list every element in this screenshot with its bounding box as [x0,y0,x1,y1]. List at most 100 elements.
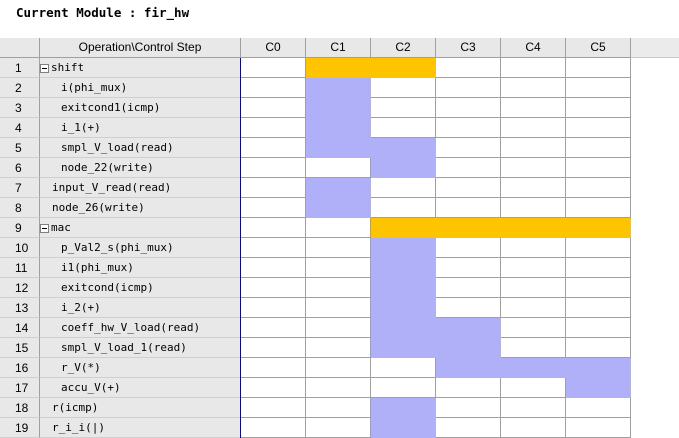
step-cell-c5[interactable] [566,298,631,318]
step-cell-c1[interactable] [306,418,371,438]
step-cell-c2[interactable] [371,358,436,378]
step-cell-c4[interactable] [501,78,566,98]
operation-cell[interactable]: i_1(+) [40,118,240,138]
step-cell-c1[interactable] [306,158,371,178]
step-cell-c5[interactable] [566,158,631,178]
step-cell-c0[interactable] [241,178,306,198]
operation-cell[interactable]: exitcond1(icmp) [40,98,240,118]
step-cell-c1[interactable] [306,338,371,358]
operation-column-header[interactable]: Operation\Control Step [40,38,241,58]
step-cell-c1[interactable] [306,378,371,398]
step-cell-c0[interactable] [241,58,306,78]
operation-schedule-bar[interactable] [371,338,501,358]
schedule-grid[interactable]: Operation\Control Step C0 C1 C2 C3 C4 C5… [0,38,679,438]
step-header-c5[interactable]: C5 [566,38,631,58]
operation-schedule-bar[interactable] [566,378,631,398]
loop-schedule-bar[interactable] [306,58,436,78]
step-cell-c2[interactable] [371,178,436,198]
operation-schedule-bar[interactable] [306,138,436,158]
operation-cell[interactable]: shift [40,58,240,78]
step-cell-c0[interactable] [241,238,306,258]
operation-schedule-bar[interactable] [371,298,436,318]
step-cell-c5[interactable] [566,338,631,358]
step-cell-c0[interactable] [241,258,306,278]
operation-cell[interactable]: accu_V(+) [40,378,240,398]
step-cell-c1[interactable] [306,298,371,318]
step-cell-c0[interactable] [241,198,306,218]
step-cell-c4[interactable] [501,158,566,178]
operation-cell[interactable]: exitcond(icmp) [40,278,240,298]
operation-cell[interactable]: smpl_V_load(read) [40,138,240,158]
step-cell-c5[interactable] [566,318,631,338]
step-cell-c3[interactable] [436,178,501,198]
step-cell-c3[interactable] [436,118,501,138]
step-cell-c3[interactable] [436,238,501,258]
step-cell-c5[interactable] [566,138,631,158]
step-cell-c0[interactable] [241,98,306,118]
step-cell-c3[interactable] [436,378,501,398]
step-cell-c4[interactable] [501,58,566,78]
step-cell-c5[interactable] [566,178,631,198]
step-cell-c4[interactable] [501,418,566,438]
step-header-c4[interactable]: C4 [501,38,566,58]
step-header-c2[interactable]: C2 [371,38,436,58]
step-cell-c2[interactable] [371,98,436,118]
operation-schedule-bar[interactable] [371,318,501,338]
operation-cell[interactable]: input_V_read(read) [40,178,240,198]
operation-cell[interactable]: node_26(write) [40,198,240,218]
operation-schedule-bar[interactable] [306,78,371,98]
step-cell-c3[interactable] [436,58,501,78]
step-cell-c4[interactable] [501,138,566,158]
step-cell-c4[interactable] [501,178,566,198]
step-cell-c2[interactable] [371,378,436,398]
step-cell-c4[interactable] [501,398,566,418]
operation-cell[interactable]: r_i_i(|) [40,418,240,438]
operation-schedule-bar[interactable] [371,398,436,418]
step-cell-c5[interactable] [566,238,631,258]
step-cell-c3[interactable] [436,198,501,218]
loop-schedule-bar[interactable] [371,218,631,238]
step-cell-c4[interactable] [501,378,566,398]
step-cell-c3[interactable] [436,138,501,158]
operation-cell[interactable]: coeff_hw_V_load(read) [40,318,240,338]
step-cell-c5[interactable] [566,198,631,218]
step-cell-c4[interactable] [501,298,566,318]
step-cell-c0[interactable] [241,158,306,178]
step-cell-c0[interactable] [241,398,306,418]
operation-cell[interactable]: i_2(+) [40,298,240,318]
step-cell-c0[interactable] [241,418,306,438]
step-cell-c4[interactable] [501,238,566,258]
step-cell-c4[interactable] [501,258,566,278]
operation-cell[interactable]: smpl_V_load_1(read) [40,338,240,358]
operation-cell[interactable]: r_V(*) [40,358,240,378]
step-cell-c4[interactable] [501,198,566,218]
step-cell-c5[interactable] [566,398,631,418]
operation-schedule-bar[interactable] [371,258,436,278]
step-cell-c2[interactable] [371,118,436,138]
operation-cell[interactable]: p_Val2_s(phi_mux) [40,238,240,258]
step-cell-c0[interactable] [241,78,306,98]
step-cell-c0[interactable] [241,318,306,338]
step-cell-c1[interactable] [306,278,371,298]
operation-schedule-bar[interactable] [306,118,371,138]
collapse-toggle-icon[interactable] [40,223,49,233]
step-cell-c0[interactable] [241,278,306,298]
step-cell-c0[interactable] [241,298,306,318]
step-cell-c1[interactable] [306,358,371,378]
step-cell-c1[interactable] [306,218,371,238]
step-cell-c3[interactable] [436,98,501,118]
operation-schedule-bar[interactable] [306,178,371,198]
